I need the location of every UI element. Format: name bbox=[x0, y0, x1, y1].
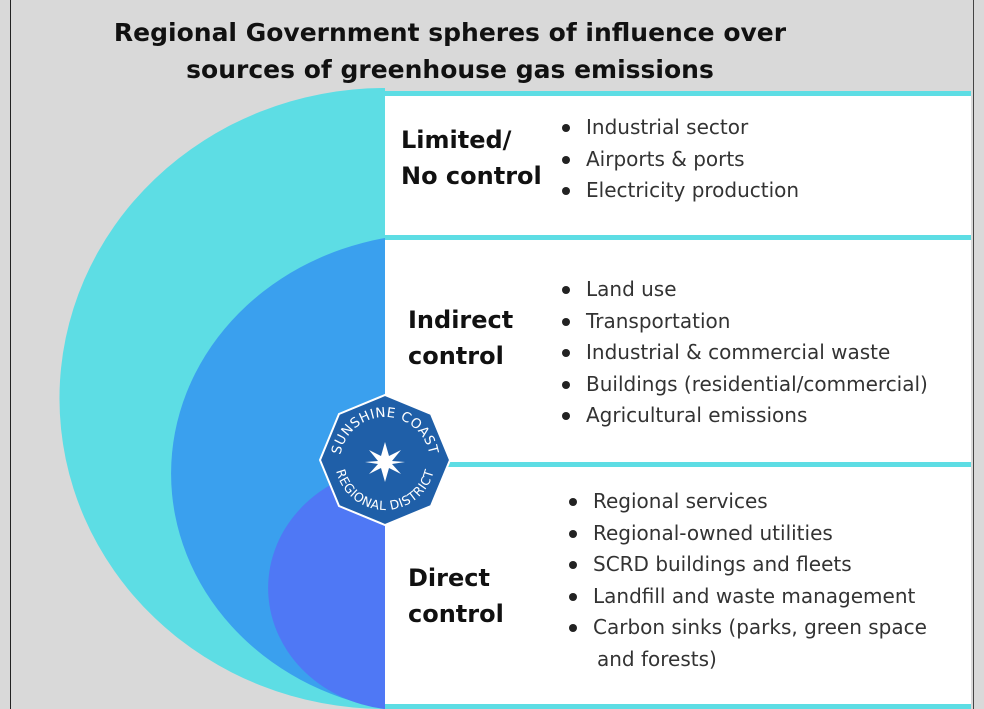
list-item: Regional-owned utilities bbox=[567, 518, 927, 550]
divider-indirect-direct bbox=[385, 462, 971, 467]
label-direct-control: Direct control bbox=[408, 560, 504, 632]
list-item: Electricity production bbox=[560, 175, 799, 207]
frame-right-border bbox=[973, 0, 974, 709]
list-item: Airports & ports bbox=[560, 144, 799, 176]
list-item: Landfill and waste management bbox=[567, 581, 927, 613]
sun-star-icon bbox=[365, 442, 405, 482]
label-direct-line-1: Direct bbox=[408, 564, 490, 592]
label-direct-line-2: control bbox=[408, 600, 504, 628]
list-item: Carbon sinks (parks, green space and for… bbox=[567, 612, 927, 675]
list-item: Industrial sector bbox=[560, 112, 799, 144]
list-item: Land use bbox=[560, 274, 928, 306]
frame-left-border bbox=[10, 0, 11, 709]
inner-sphere bbox=[268, 467, 385, 709]
diagram-title: Regional Government spheres of influence… bbox=[90, 14, 810, 88]
list-item: Regional services bbox=[567, 486, 927, 518]
list-indirect-control: Land use Transportation Industrial & com… bbox=[560, 274, 928, 432]
list-item: Industrial & commercial waste bbox=[560, 337, 928, 369]
list-limited-control: Industrial sector Airports & ports Elect… bbox=[560, 112, 799, 207]
panel-limited-control bbox=[385, 96, 971, 235]
divider-top bbox=[385, 91, 971, 96]
scrd-logo: SUNSHINE COAST REGIONAL DISTRICT bbox=[318, 393, 452, 527]
divider-limited-indirect bbox=[385, 235, 971, 240]
list-item: Buildings (residential/commercial) bbox=[560, 369, 928, 401]
list-item: Agricultural emissions bbox=[560, 400, 928, 432]
label-indirect-line-1: Indirect bbox=[408, 306, 514, 334]
divider-bottom bbox=[385, 704, 971, 709]
panel-indirect-control bbox=[385, 240, 971, 462]
panel-direct-control bbox=[385, 467, 971, 704]
list-item: Transportation bbox=[560, 306, 928, 338]
list-item: SCRD buildings and fleets bbox=[567, 549, 927, 581]
label-indirect-line-2: control bbox=[408, 342, 504, 370]
label-indirect-control: Indirect control bbox=[408, 302, 513, 374]
list-direct-control: Regional services Regional-owned utiliti… bbox=[567, 486, 927, 675]
list-item-text: Carbon sinks (parks, green space bbox=[593, 615, 927, 639]
label-limited-line-1: Limited/ bbox=[401, 126, 512, 154]
label-limited-control: Limited/ No control bbox=[401, 122, 542, 194]
title-line-1: Regional Government spheres of influence… bbox=[113, 18, 787, 47]
title-line-2: sources of greenhouse gas emissions bbox=[186, 55, 714, 84]
label-limited-line-2: No control bbox=[401, 162, 542, 190]
list-item-continuation: and forests) bbox=[597, 646, 717, 671]
